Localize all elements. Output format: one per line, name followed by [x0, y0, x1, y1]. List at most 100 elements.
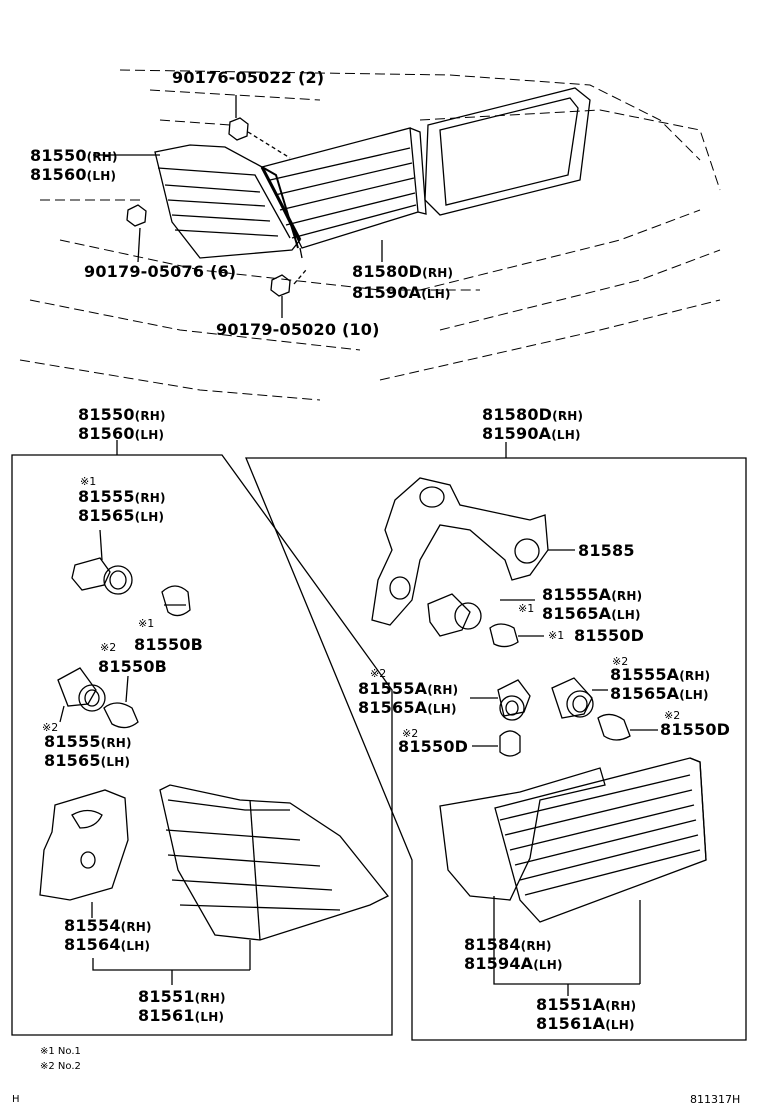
corner-letter: H — [12, 1094, 20, 1105]
right-gasket-lh: 81594A(LH) — [464, 954, 563, 975]
part-number: 81561A — [536, 1014, 606, 1033]
side-suffix: (RH) — [134, 409, 166, 423]
left-bulb-1 — [161, 585, 191, 617]
part-number: 81550 — [78, 405, 135, 424]
left-gasket — [39, 789, 129, 918]
side-suffix: (RH) — [86, 150, 118, 164]
part-number: 81590A — [482, 424, 552, 443]
part-number: 81555A — [542, 585, 612, 604]
right-socketA-rh: 81555A(RH) — [542, 585, 642, 606]
left-gasket-lh: 81564(LH) — [64, 935, 150, 956]
side-suffix: (LH) — [551, 428, 581, 442]
part-number: 81560 — [30, 165, 87, 184]
right-inner-lens — [494, 757, 707, 996]
right-bulbA-label: 81550D — [574, 626, 645, 645]
part-number: 81594A — [464, 954, 534, 973]
right-bulbC-label: 81550D — [660, 720, 731, 739]
part-number: 81565A — [610, 684, 680, 703]
right-bulbB-label: 81550D — [398, 737, 469, 756]
side-suffix: (RH) — [520, 939, 552, 953]
right-socket-c — [551, 677, 658, 741]
top-fasteners — [93, 95, 383, 318]
left-bulb2-label: 81550B — [98, 657, 168, 676]
part-number: 81565A — [542, 604, 612, 623]
license-recess — [424, 87, 591, 216]
side-suffix: (RH) — [422, 266, 454, 280]
side-suffix: (RH) — [134, 491, 166, 505]
part-number: 81555A — [610, 665, 680, 684]
note-mark: ※1 — [138, 617, 155, 630]
left-title-lh: 81560(LH) — [78, 424, 164, 445]
part-number: 81580D — [352, 262, 423, 281]
part-number: 81561 — [138, 1006, 195, 1025]
note-mark: ※2 — [402, 727, 419, 740]
part-number: 81555A — [358, 679, 428, 698]
part-number: 81554 — [64, 916, 121, 935]
side-suffix: (LH) — [533, 958, 563, 972]
side-suffix: (RH) — [611, 589, 643, 603]
top-lamp-lh-label: 81560(LH) — [30, 165, 116, 186]
nut-90179-05076-label: 90179-05076 (6) — [84, 262, 237, 281]
top-outer-lens — [154, 144, 302, 259]
part-number: 81564 — [64, 935, 121, 954]
part-number: 81584 — [464, 935, 521, 954]
right-socketB-rh: 81555A(RH) — [358, 679, 458, 700]
side-suffix: (RH) — [194, 991, 226, 1005]
left-socket-2 — [57, 667, 106, 723]
side-suffix: (LH) — [679, 688, 709, 702]
side-suffix: (RH) — [100, 736, 132, 750]
note-mark: ※2 — [612, 655, 629, 668]
side-suffix: (LH) — [134, 428, 165, 442]
side-suffix: (RH) — [679, 669, 711, 683]
side-suffix: (LH) — [611, 608, 641, 622]
note-mark: ※2 — [370, 667, 387, 680]
left-bulb1-label: 81550B — [134, 635, 204, 654]
right-socketB-lh: 81565A(LH) — [358, 698, 457, 719]
right-socket-a — [427, 593, 544, 648]
right-socket-b — [470, 679, 531, 757]
right-title-lh: 81590A(LH) — [482, 424, 581, 445]
part-number: 81565A — [358, 698, 428, 717]
left-socket-1 — [71, 529, 133, 595]
left-socket2-rh: 81555(RH) — [44, 732, 132, 753]
right-bracket — [371, 477, 575, 626]
right-lens-rh: 81551A(RH) — [536, 995, 636, 1016]
note-mark: ※2 — [42, 721, 59, 734]
footnote-2: ※2 No.2 — [40, 1061, 81, 1072]
top-lamp-rh-label: 81550(RH) — [30, 146, 118, 167]
left-lens — [92, 784, 390, 985]
left-socket2-lh: 81565(LH) — [44, 751, 130, 772]
part-number: 81580D — [482, 405, 553, 424]
left-panel-frame — [11, 440, 393, 1036]
right-socketC-lh: 81565A(LH) — [610, 684, 709, 705]
note-mark: ※2 — [664, 709, 681, 722]
left-bulb-2 — [103, 675, 139, 729]
right-socketC-rh: 81555A(RH) — [610, 665, 710, 686]
part-number: 81550 — [30, 146, 87, 165]
part-number: 81565 — [44, 751, 101, 770]
right-title-rh: 81580D(RH) — [482, 405, 583, 426]
left-socket1-lh: 81565(LH) — [78, 506, 164, 527]
side-suffix: (RH) — [552, 409, 584, 423]
side-suffix: (LH) — [100, 755, 131, 769]
part-number: 81551A — [536, 995, 606, 1014]
note-mark: ※1 — [548, 629, 565, 642]
body-outline — [19, 69, 721, 401]
note-mark: ※2 — [100, 641, 117, 654]
left-socket1-rh: 81555(RH) — [78, 487, 166, 508]
side-suffix: (LH) — [605, 1018, 635, 1032]
side-suffix: (LH) — [134, 510, 165, 524]
side-suffix: (RH) — [427, 683, 459, 697]
side-suffix: (RH) — [120, 920, 152, 934]
part-number: 81565 — [78, 506, 135, 525]
part-number: 81590A — [352, 283, 422, 302]
diagram-id: 811317H — [690, 1093, 741, 1106]
part-number: 81560 — [78, 424, 135, 443]
right-gasket-rh: 81584(RH) — [464, 935, 552, 956]
bolt-90176-label: 90176-05022 (2) — [172, 68, 325, 87]
left-lens-rh: 81551(RH) — [138, 987, 226, 1008]
side-suffix: (LH) — [421, 287, 451, 301]
footnote-1: ※1 No.1 — [40, 1046, 81, 1057]
